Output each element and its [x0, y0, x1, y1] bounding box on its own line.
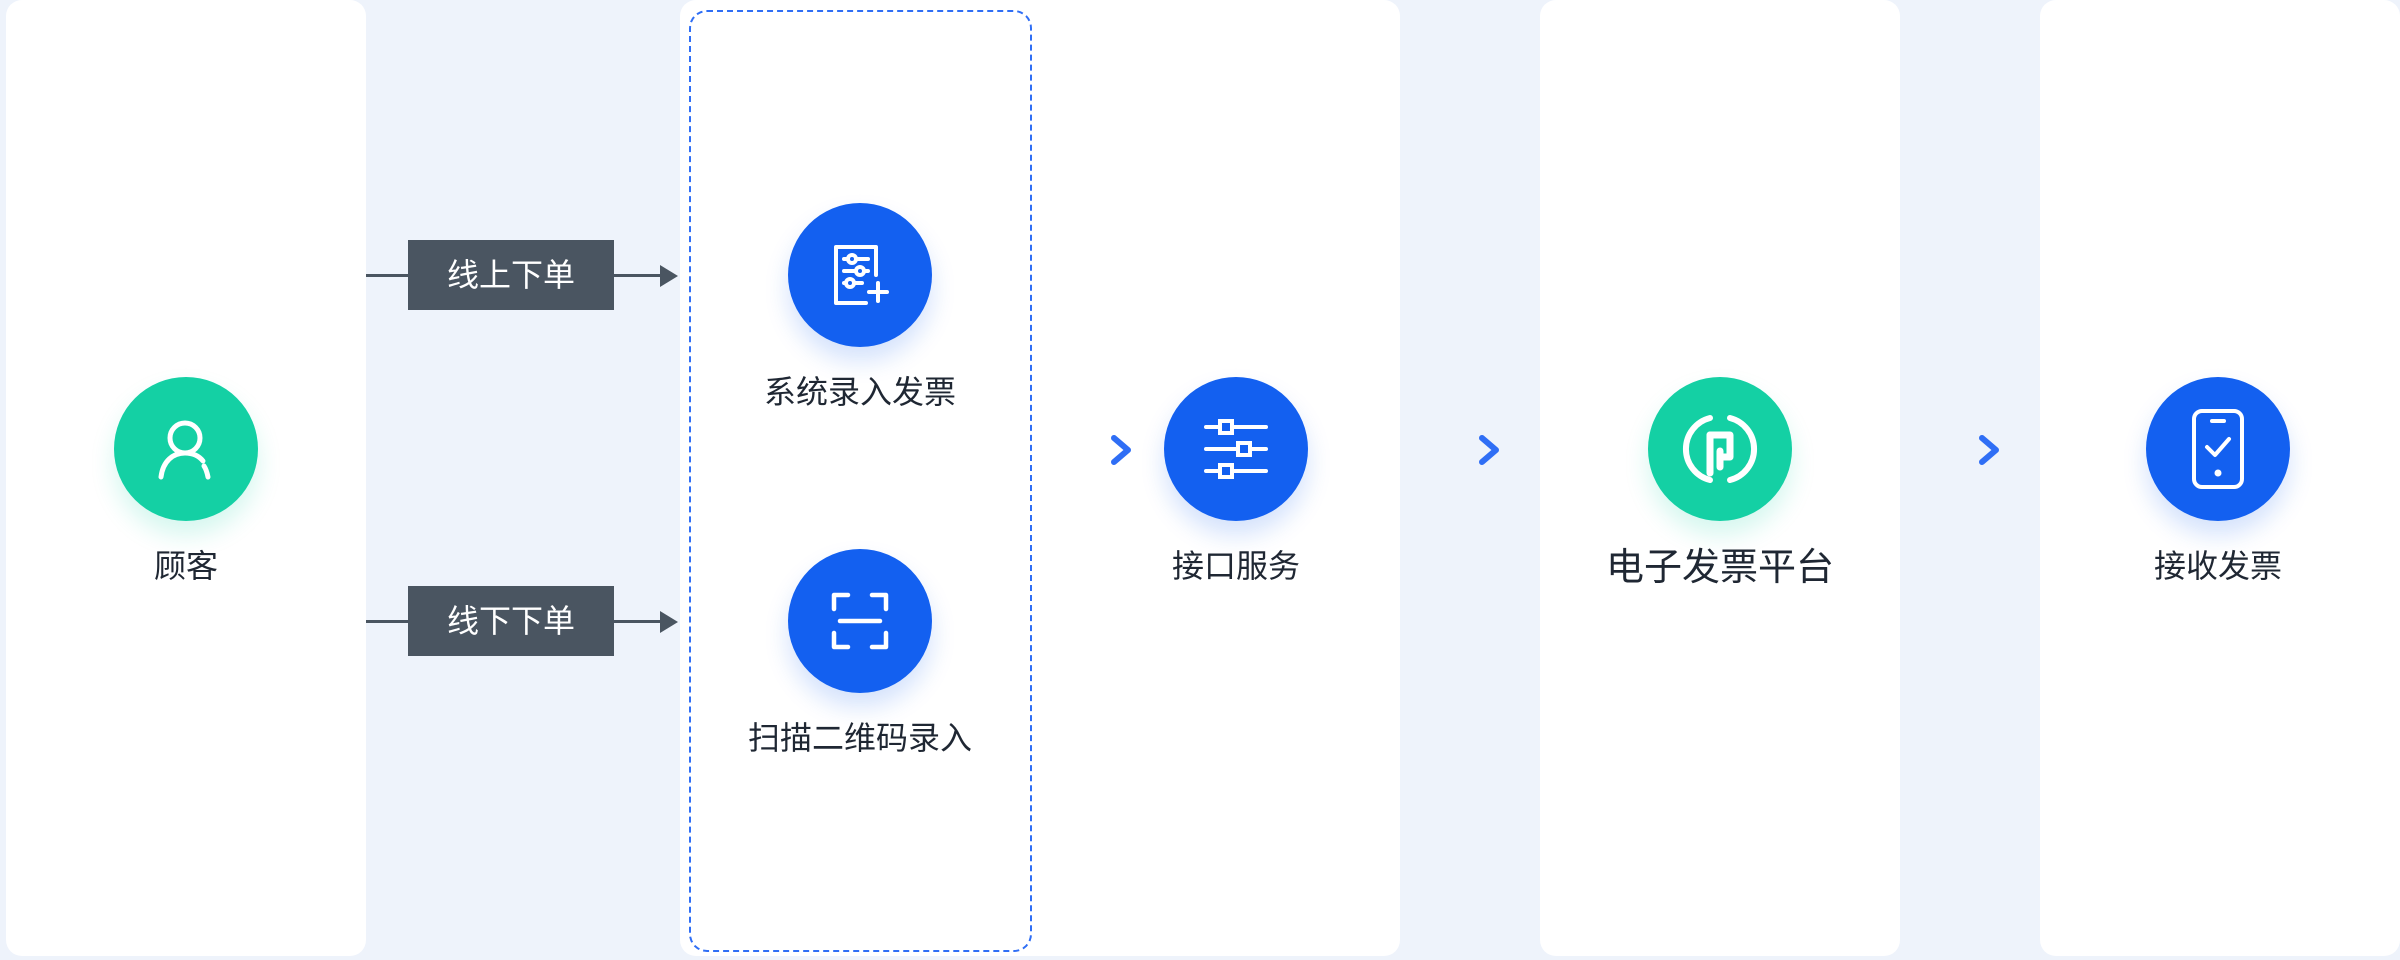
scan-icon	[831, 592, 889, 650]
step-online-order: 线上下单	[408, 240, 614, 310]
node-system-entry: 系统录入发票	[764, 203, 956, 411]
node-scan-entry: 扫描二维码录入	[748, 549, 972, 757]
platform-circle	[1648, 377, 1792, 521]
scan-entry-label: 扫描二维码录入	[747, 719, 973, 757]
flow-arrow-to-receive	[1938, 435, 1999, 465]
offline-arrowhead	[660, 611, 678, 633]
sliders-icon	[1204, 419, 1268, 479]
interface-service-circle	[1164, 377, 1308, 521]
online-arrowhead	[660, 265, 678, 287]
node-platform: 电子发票平台	[1606, 377, 1834, 589]
receive-circle	[2146, 377, 2290, 521]
platform-label: 电子发票平台	[1605, 545, 1835, 589]
node-customer: 顾客	[114, 377, 258, 585]
form-add-icon	[834, 245, 889, 305]
user-icon	[158, 420, 211, 480]
platform-logo-icon	[1682, 415, 1758, 483]
system-entry-label: 系统录入发票	[763, 373, 957, 411]
customer-circle	[114, 377, 258, 521]
entry-method-group	[689, 10, 1032, 952]
node-receive: 接收发票	[2146, 377, 2290, 585]
flow-arrow-to-interface	[1070, 435, 1131, 465]
node-interface-service: 接口服务	[1164, 377, 1308, 585]
interface-service-label: 接口服务	[1171, 547, 1301, 585]
flow-arrow-to-platform	[1438, 435, 1499, 465]
receive-label: 接收发票	[2153, 547, 2283, 585]
phone-check-icon	[2192, 409, 2244, 489]
customer-label: 顾客	[153, 547, 219, 585]
system-entry-circle	[788, 203, 932, 347]
step-offline-order: 线下下单	[408, 586, 614, 656]
scan-entry-circle	[788, 549, 932, 693]
